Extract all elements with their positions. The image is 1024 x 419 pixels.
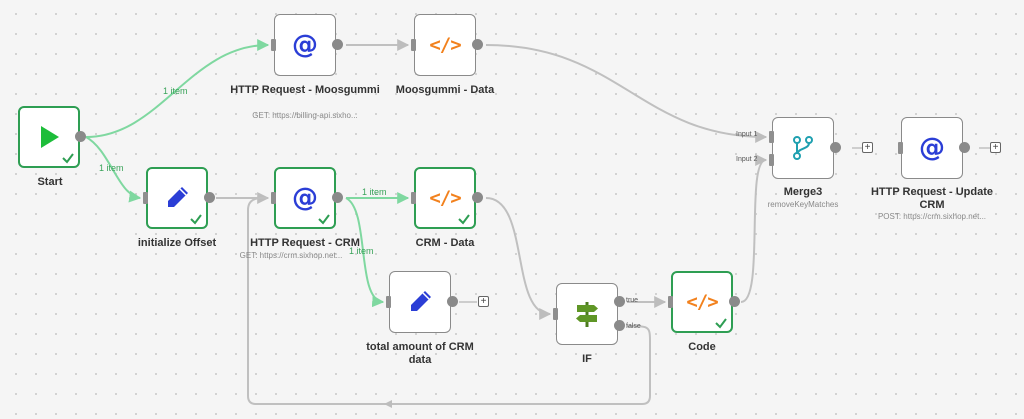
node-merge3[interactable] [772,117,834,179]
node-total-crm-data[interactable] [389,271,451,333]
if-false-label: false [626,323,641,330]
node-initialize-offset-label: initialize Offset [137,237,217,249]
node-http-update-crm-sub: POST: https://crm.sixhop.net... [877,212,987,221]
http-update-output-port[interactable] [959,142,970,153]
node-moosgummi-data-label: Moosgummi - Data [395,84,495,96]
success-check-icon [458,214,470,225]
node-if[interactable] [556,283,618,345]
node-http-update-crm-label: HTTP Request - Update CRM [870,186,994,211]
play-icon [20,108,78,166]
edge-start-to-init-offset[interactable] [85,136,142,203]
merge-input1-port[interactable] [769,131,774,143]
http-update-input-port[interactable] [898,142,903,154]
edge-label-crm-to-total: 1 item [349,246,374,256]
node-code-label: Code [688,341,716,353]
edge-if-false-loop-to-http-crm[interactable] [247,197,651,405]
node-http-crm[interactable]: @ [274,167,336,229]
if-true-output-port[interactable] [614,296,625,307]
total-crm-input-port[interactable] [386,296,391,308]
node-code[interactable]: </> [671,271,733,333]
edge-code-to-merge-input2[interactable] [740,154,768,303]
at-sign-icon: @ [292,30,318,60]
init-offset-input-port[interactable] [143,192,148,204]
node-moosgummi-data[interactable]: </> [414,14,476,76]
edge-start-to-http-moosgummi[interactable] [85,39,270,138]
success-check-icon [62,153,74,164]
code-brackets-icon: </> [686,291,718,313]
node-http-moosgummi-label: HTTP Request - Moosgummi [230,84,380,96]
node-start-label: Start [37,176,63,188]
init-offset-output-port[interactable] [204,192,215,203]
success-check-icon [318,214,330,225]
moosgummi-data-output-port[interactable] [472,39,483,50]
edge-label-start-to-moos: 1 item [163,86,188,96]
edge-label-start-to-init: 1 item [99,163,124,173]
total-crm-output-port[interactable] [447,296,458,307]
node-if-label: IF [582,353,592,365]
node-merge3-sub: removeKeyMatches [767,200,839,209]
if-input-port[interactable] [553,308,558,320]
node-http-crm-label: HTTP Request - CRM [250,237,360,249]
edge-label-crm-to-crmdata: 1 item [362,187,387,197]
crm-data-input-port[interactable] [411,192,416,204]
merge-input2-port[interactable] [769,154,774,166]
success-check-icon [715,318,727,329]
code-brackets-icon: </> [429,187,461,209]
code-output-port[interactable] [729,296,740,307]
node-start[interactable] [18,106,80,168]
code-brackets-icon: </> [429,34,461,56]
crm-data-output-port[interactable] [472,192,483,203]
merge-output-port[interactable] [830,142,841,153]
add-node-after-total-button[interactable]: + [478,296,489,307]
node-crm-data[interactable]: </> [414,167,476,229]
add-node-after-merge-button[interactable]: + [862,142,873,153]
add-node-after-update-button[interactable]: + [990,142,1001,153]
success-check-icon [190,214,202,225]
node-http-moosgummi-sub: GET: https://billing-api.sixho... [252,111,358,120]
at-sign-icon: @ [292,183,318,213]
at-sign-icon: @ [919,133,945,163]
http-moosgummi-input-port[interactable] [271,39,276,51]
loop-arrow [384,400,392,408]
pencil-icon [390,272,450,332]
if-false-output-port[interactable] [614,320,625,331]
edge-http-crm-to-total[interactable] [345,197,385,308]
node-http-moosgummi[interactable]: @ [274,14,336,76]
signpost-icon [557,284,617,344]
node-total-crm-data-label: total amount of CRM data [366,341,474,366]
pencil-icon [148,169,206,227]
moosgummi-data-input-port[interactable] [411,39,416,51]
http-moosgummi-output-port[interactable] [332,39,343,50]
node-http-update-crm[interactable]: @ [901,117,963,179]
code-input-port[interactable] [668,296,673,308]
edge-moos-data-to-merge-input1[interactable] [485,44,768,143]
merge-input1-label: Input 1 [736,131,758,138]
merge-input2-label: Input 2 [736,156,758,163]
node-initialize-offset[interactable] [146,167,208,229]
start-output-port[interactable] [75,131,86,142]
node-merge3-label: Merge3 [783,186,823,198]
merge-icon [773,118,833,178]
http-crm-output-port[interactable] [332,192,343,203]
node-http-crm-sub: GET: https://crm.sixhop.net... [239,251,343,260]
http-crm-input-port[interactable] [271,192,276,204]
node-crm-data-label: CRM - Data [415,237,475,249]
edge-crm-data-to-if[interactable] [485,197,552,320]
if-true-label: true [626,297,639,304]
